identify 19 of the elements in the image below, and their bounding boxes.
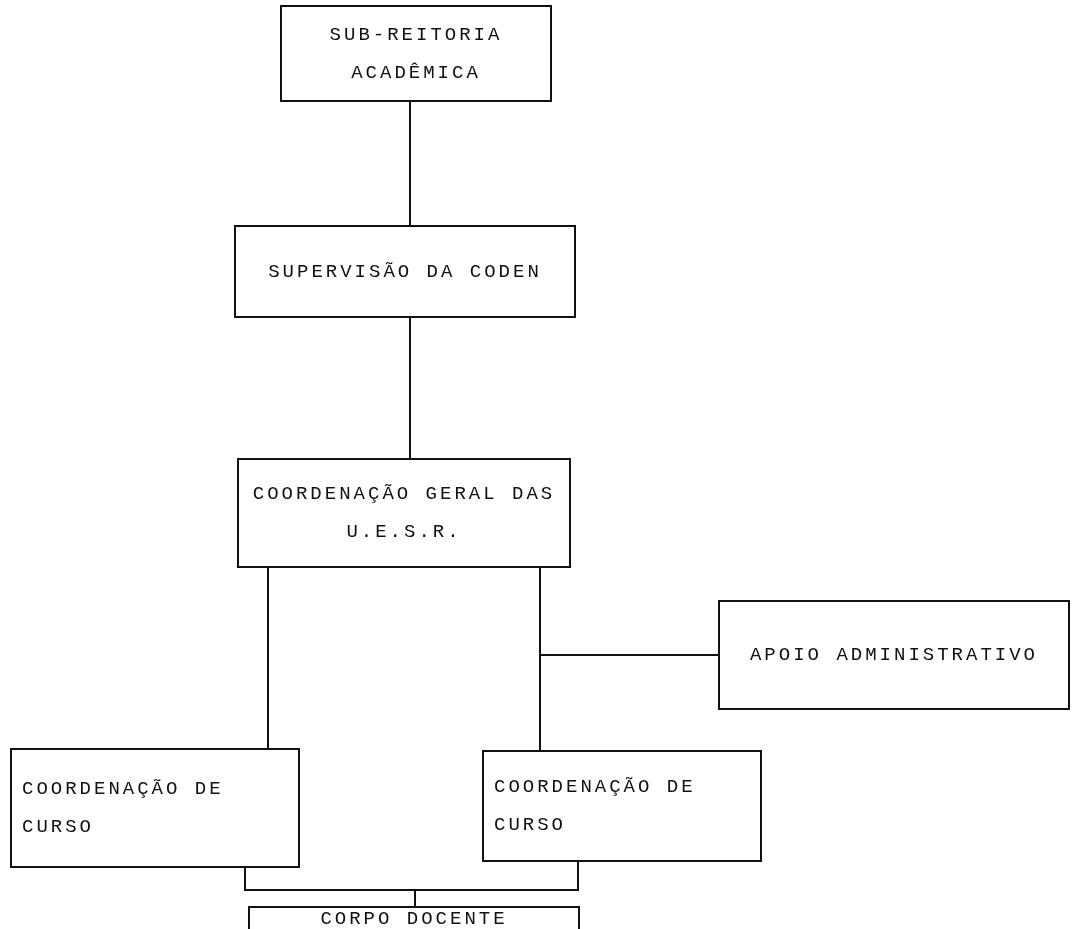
box-label: COORDENAÇÃO GERAL DAS U.E.S.R.: [251, 482, 557, 545]
connector-line: [267, 567, 269, 749]
org-box: [234, 225, 576, 318]
box-label: APOIO ADMINISTRATIVO: [749, 643, 1038, 668]
box-label: SUB-REITORIA ACADÊMICA: [328, 22, 504, 86]
connector-line: [409, 101, 411, 226]
connector-line: [539, 654, 719, 751]
box-label: COORDENAÇÃO DE CURSO: [494, 775, 697, 838]
box-label: COORDENAÇÃO DE CURSO: [22, 777, 225, 840]
org-box: [280, 5, 552, 102]
connector-line: [414, 861, 579, 907]
org-box: [718, 600, 1070, 710]
org-box: [482, 750, 762, 862]
box-label: CORPO DOCENTE: [320, 908, 508, 929]
org-box: [248, 906, 580, 929]
org-box: [10, 748, 300, 868]
box-label: SUPERVISÃO DA CODEN: [268, 259, 542, 285]
org-box: [237, 458, 571, 568]
connector-line: [409, 317, 411, 459]
